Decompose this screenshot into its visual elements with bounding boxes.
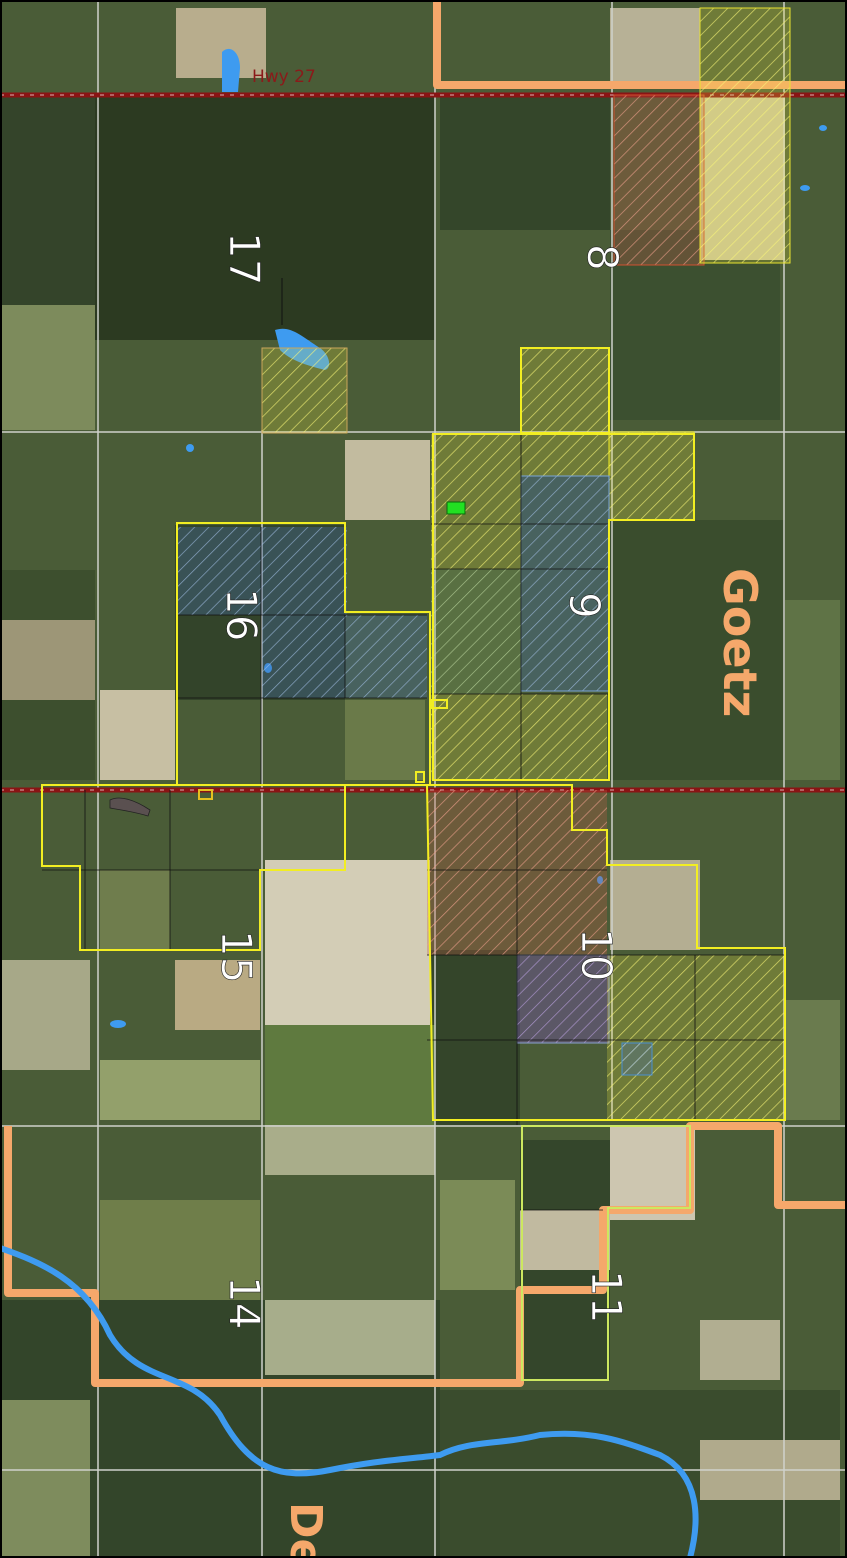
parcel-hatch-fills xyxy=(177,7,791,1120)
svg-text:10: 10 xyxy=(572,928,621,981)
section-label-11: 11 xyxy=(582,1270,632,1324)
green-marker xyxy=(446,501,466,515)
section-label-14: 14 xyxy=(220,1276,270,1330)
parcel-lines xyxy=(42,434,785,1211)
svg-text:17: 17 xyxy=(220,232,269,285)
section-label-15: 15 xyxy=(212,930,262,984)
svg-text:Goetz: Goetz xyxy=(713,568,767,717)
svg-text:16: 16 xyxy=(217,588,266,641)
svg-text:14: 14 xyxy=(220,1276,269,1329)
river xyxy=(0,1245,699,1558)
svg-text:Hwy 27: Hwy 27 xyxy=(252,67,316,87)
section-label-10: 10 xyxy=(572,928,622,982)
river-label: De xyxy=(280,1502,331,1558)
road-label-hwy27: Hwy 27 xyxy=(252,67,316,87)
parcel-outlines xyxy=(41,347,786,1381)
section-label-16: 16 xyxy=(217,588,267,642)
svg-text:11: 11 xyxy=(582,1270,631,1323)
road-label-goetz: Goetz xyxy=(713,568,767,717)
svg-text:8: 8 xyxy=(578,244,627,271)
svg-text:De: De xyxy=(280,1502,331,1558)
section-label-8: 8 xyxy=(578,244,628,271)
section-label-9: 9 xyxy=(560,592,610,619)
svg-text:15: 15 xyxy=(212,930,261,983)
section-label-17: 17 xyxy=(220,232,270,286)
svg-text:9: 9 xyxy=(560,592,609,619)
dark-feature xyxy=(109,797,151,817)
